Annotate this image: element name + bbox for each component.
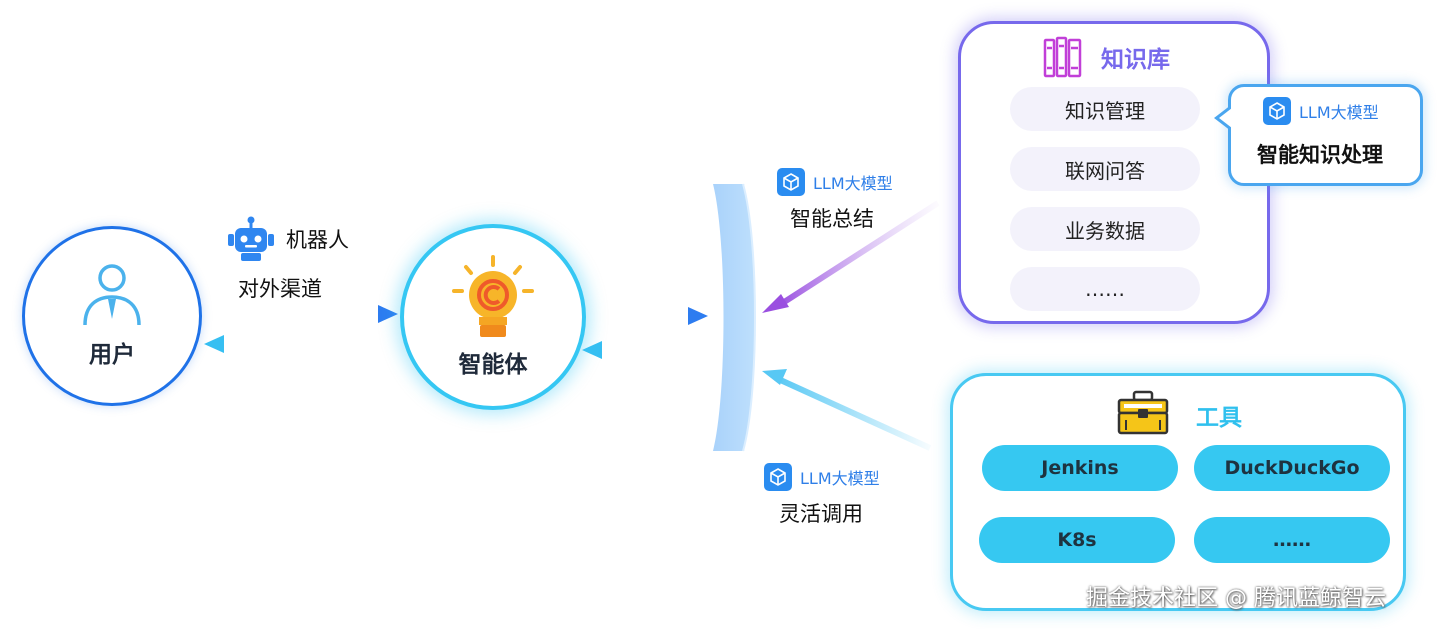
arrow-user-to-agent bbox=[212, 305, 398, 323]
knowledge-base-title: 知识库 bbox=[1101, 47, 1170, 73]
robot-icon bbox=[228, 216, 274, 261]
arrow-lens-to-agent bbox=[582, 341, 700, 359]
user-node[interactable]: 用户 bbox=[22, 226, 202, 406]
arrow-tools-to-lens bbox=[762, 369, 932, 451]
channel-title: 机器人 bbox=[286, 228, 349, 252]
knowledge-base-panel[interactable]: 知识库 知识管理 联网问答 业务数据 …… bbox=[958, 21, 1270, 324]
top-llm-label: LLM大模型 bbox=[813, 174, 893, 193]
callout-tail-inner bbox=[1219, 108, 1232, 128]
knowledge-processing-callout: LLM大模型 智能知识处理 bbox=[1214, 84, 1423, 186]
tool-item[interactable]: Jenkins bbox=[982, 445, 1178, 491]
callout-title: 智能知识处理 bbox=[1257, 143, 1383, 167]
top-llm-tag: LLM大模型 bbox=[777, 168, 893, 196]
kb-item[interactable]: 联网问答 bbox=[1010, 147, 1200, 191]
callout-llm-label: LLM大模型 bbox=[1299, 103, 1379, 122]
llm-cube-icon bbox=[1263, 97, 1291, 125]
user-label: 用户 bbox=[89, 342, 135, 368]
lightbulb-copyright-icon bbox=[452, 255, 534, 337]
arrow-agent-to-user bbox=[204, 335, 390, 353]
tool-item[interactable]: K8s bbox=[979, 517, 1175, 563]
tools-title: 工具 bbox=[1196, 405, 1242, 431]
agent-node[interactable]: 智能体 bbox=[400, 224, 586, 410]
top-flow-caption: 智能总结 bbox=[790, 207, 874, 231]
callout-llm-tag: LLM大模型 bbox=[1263, 97, 1379, 125]
arrow-knowledge-to-lens bbox=[762, 200, 940, 313]
llm-lens bbox=[705, 180, 765, 455]
channel-header: 机器人 bbox=[226, 216, 349, 262]
tool-item[interactable]: …… bbox=[1194, 517, 1390, 563]
bottom-flow-caption: 灵活调用 bbox=[779, 502, 863, 526]
bottom-llm-label: LLM大模型 bbox=[800, 469, 880, 488]
llm-cube-icon bbox=[764, 463, 792, 491]
kb-item[interactable]: 业务数据 bbox=[1010, 207, 1200, 251]
bottom-llm-tag: LLM大模型 bbox=[764, 463, 880, 491]
llm-cube-icon bbox=[777, 168, 805, 196]
channel-subtitle: 对外渠道 bbox=[238, 277, 322, 301]
tool-item[interactable]: DuckDuckGo bbox=[1194, 445, 1390, 491]
toolbox-icon bbox=[1117, 390, 1169, 435]
arrow-agent-to-lens bbox=[586, 307, 708, 325]
books-icon bbox=[1043, 36, 1082, 78]
kb-item[interactable]: …… bbox=[1010, 267, 1200, 311]
tools-panel[interactable]: 工具 Jenkins DuckDuckGo K8s …… bbox=[950, 373, 1406, 611]
watermark: 掘金技术社区 @ 腾讯蓝鲸智云 bbox=[1086, 586, 1386, 611]
agent-label: 智能体 bbox=[458, 352, 528, 378]
kb-item[interactable]: 知识管理 bbox=[1010, 87, 1200, 131]
user-icon bbox=[83, 264, 141, 326]
